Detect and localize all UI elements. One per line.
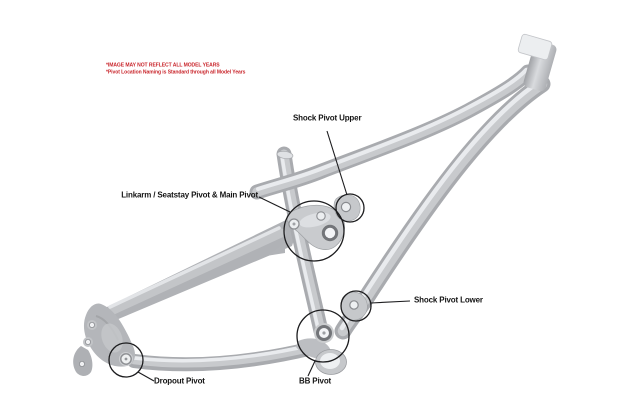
disclaimer-note: *IMAGE MAY NOT REFLECT ALL MODEL YEARS *… — [106, 62, 245, 76]
linkarm-upper-hole — [316, 211, 326, 221]
dropout-pivot-bolt — [119, 352, 133, 366]
label-linkarm-seatstay-main-pivot: Linkarm / Seatstay Pivot & Main Pivot — [121, 191, 258, 200]
top-tube — [249, 64, 536, 200]
head-tube — [517, 33, 557, 92]
chainstay — [127, 341, 320, 372]
seatstay-pivot-bolt — [288, 218, 300, 230]
label-dropout-pivot: Dropout Pivot — [154, 377, 205, 386]
label-shock-pivot-lower: Shock Pivot Lower — [414, 296, 483, 305]
seat-tube-opening — [276, 150, 294, 160]
seatstay — [104, 220, 294, 321]
disclaimer-line-2: *Pivot Location Naming is Standard throu… — [106, 69, 246, 75]
circle-dropout-pivot — [108, 342, 144, 378]
leader-dropout-pivot — [137, 371, 155, 382]
leader-shock-pivot-lower — [370, 300, 411, 304]
leader-linkarm-main-pivot — [258, 196, 291, 213]
shock-mount-upper — [333, 194, 361, 222]
main-pivot-bolt — [320, 223, 340, 243]
circle-shock-pivot-upper — [335, 193, 365, 223]
cable-guide-fin — [266, 243, 285, 256]
label-shock-pivot-upper: Shock Pivot Upper — [293, 114, 362, 123]
head-tube-cap — [517, 33, 553, 61]
derailleur-hanger — [73, 346, 93, 376]
circle-shock-pivot-lower — [340, 290, 372, 322]
bb-pivot-bolt — [314, 323, 334, 343]
shock-mount-lower — [340, 291, 368, 321]
disclaimer-line-1: *IMAGE MAY NOT REFLECT ALL MODEL YEARS — [106, 62, 220, 68]
leader-shock-pivot-upper — [326, 130, 348, 196]
circle-bb-pivot — [296, 309, 350, 363]
linkarm-plate — [286, 204, 346, 250]
circle-linkarm-main-pivot — [283, 200, 345, 262]
dropout-assembly — [73, 303, 135, 376]
label-bb-pivot: BB Pivot — [299, 377, 332, 386]
annotation-circles — [108, 193, 372, 378]
leader-bb-pivot — [307, 360, 316, 377]
annotation-leader-lines — [137, 130, 411, 382]
